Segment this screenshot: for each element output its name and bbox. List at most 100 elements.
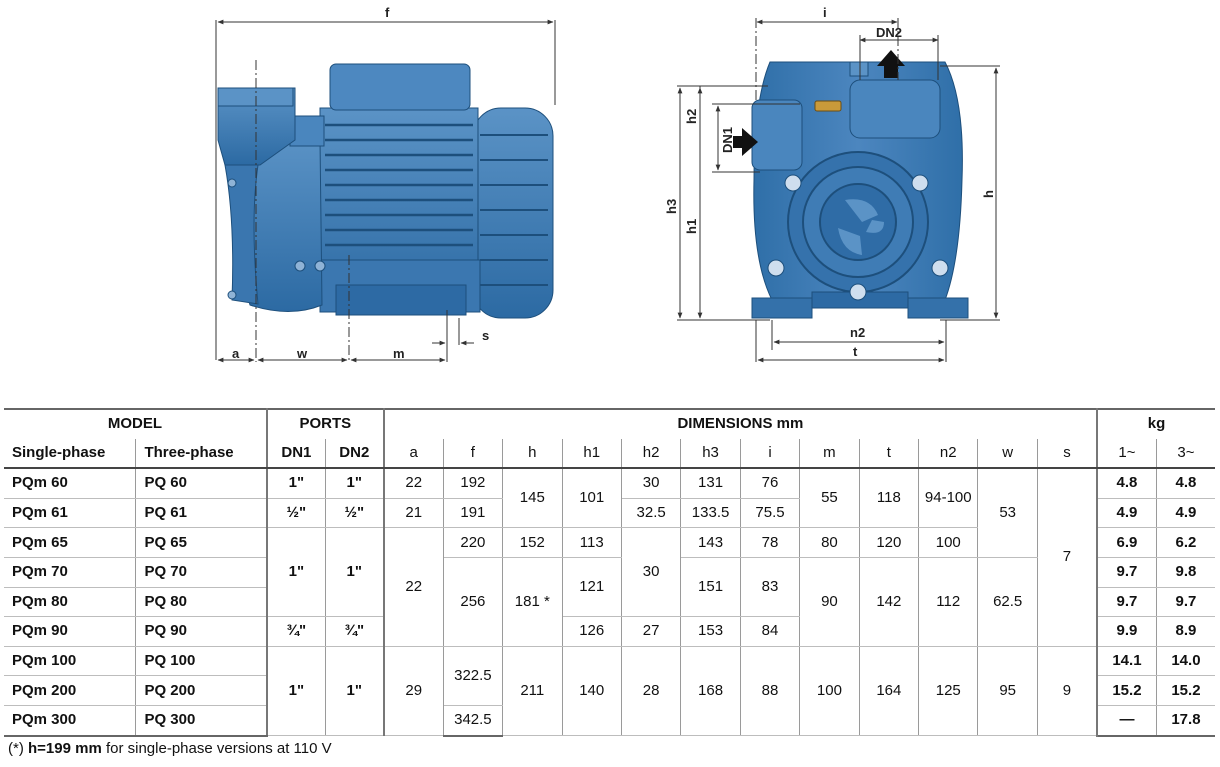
model-three: PQ 65 <box>135 527 268 558</box>
cell-m: 55 <box>799 467 860 529</box>
cell-h3: 143 <box>680 527 741 558</box>
footnote-rest: for single-phase versions at 110 V <box>101 740 332 757</box>
col-f: f <box>442 438 504 470</box>
cell-kg-single: 4.9 <box>1096 497 1157 529</box>
cell-dn1: ½" <box>266 497 326 529</box>
cell-kg-single: 9.7 <box>1096 586 1157 618</box>
cell-dn1: 1" <box>266 645 326 737</box>
dim-w-label: w <box>296 346 308 361</box>
cell-kg-three: 9.7 <box>1155 586 1215 618</box>
col-s: s <box>1036 438 1098 470</box>
model-single: PQm 65 <box>4 527 137 558</box>
cell-dn2: 1" <box>324 467 385 499</box>
col-single-phase: Single-phase <box>4 438 137 470</box>
model-three: PQ 300 <box>135 704 268 737</box>
col-kg-three: 3~ <box>1155 438 1215 470</box>
pump-drawings: f a w m s <box>215 5 1000 363</box>
model-three: PQ 61 <box>135 497 268 529</box>
cell-kg-three: 8.9 <box>1155 616 1215 647</box>
cell-h3: 133.5 <box>680 497 741 529</box>
cell-h3: 131 <box>680 467 741 499</box>
cell-kg-single: 9.9 <box>1096 616 1157 647</box>
cell-a: 29 <box>383 645 444 737</box>
cell-i: 75.5 <box>739 497 801 529</box>
col-three-phase: Three-phase <box>135 438 268 470</box>
col-h: h <box>502 438 563 470</box>
cell-h: 211 <box>502 645 563 737</box>
model-three: PQ 60 <box>135 467 268 499</box>
col-t: t <box>858 438 920 470</box>
cell-h3: 151 <box>680 556 741 618</box>
table-row: PQm 200 PQ 200 15.2 15.2 <box>4 675 1215 706</box>
cell-m: 90 <box>799 556 860 647</box>
model-single: PQm 200 <box>4 675 137 706</box>
cell-h: 181 * <box>502 556 563 647</box>
cell-dn2: ¾" <box>324 616 385 647</box>
col-h1: h1 <box>561 438 622 470</box>
dim-t-label: t <box>853 344 858 359</box>
dim-f-label: f <box>385 5 390 20</box>
table-row: PQm 300 PQ 300 342.5 — 17.8 <box>4 704 1215 737</box>
cell-h2: 30 <box>620 527 682 618</box>
header-weight: kg <box>1096 408 1215 439</box>
cell-kg-single: — <box>1096 704 1157 737</box>
cell-m: 80 <box>799 527 860 558</box>
cell-dn1: 1" <box>266 527 326 618</box>
cell-h2: 30 <box>620 467 682 499</box>
cell-h2: 27 <box>620 616 682 647</box>
dim-s-label: s <box>482 328 489 343</box>
model-single: PQm 61 <box>4 497 137 529</box>
table-row: PQm 80 PQ 80 9.7 9.7 <box>4 586 1215 618</box>
cell-a: 21 <box>383 497 444 529</box>
cell-w: 62.5 <box>977 556 1038 647</box>
footnote-bold: h=199 mm <box>28 740 102 757</box>
cell-f: 191 <box>442 497 504 529</box>
cell-a: 22 <box>383 527 444 647</box>
col-h3: h3 <box>680 438 741 470</box>
dim-h3-label: h3 <box>664 199 679 214</box>
cell-t: 164 <box>858 645 920 737</box>
dim-dn1-label: DN1 <box>720 127 735 153</box>
cell-i: 84 <box>739 616 801 647</box>
col-dn1: DN1 <box>266 438 326 470</box>
model-three: PQ 70 <box>135 556 268 588</box>
cell-h1: 126 <box>561 616 622 647</box>
col-i: i <box>739 438 801 470</box>
table-row: PQm 65 PQ 65 1" 1" 22 220 152 113 30 143… <box>4 527 1215 647</box>
front-view: i DN2 DN1 h2 h3 h1 h n2 t <box>664 5 1000 363</box>
col-m: m <box>799 438 860 470</box>
dim-a-label: a <box>232 346 240 361</box>
table-row: PQm 60 PQ 60 1" 1" 22 192 145 101 30 131… <box>4 467 1215 647</box>
dim-h-label: h <box>981 190 996 198</box>
cell-f: 220 <box>442 527 504 558</box>
cell-dn2: 1" <box>324 527 385 618</box>
model-single: PQm 70 <box>4 556 137 588</box>
dim-i-label: i <box>823 5 827 20</box>
cell-s: 9 <box>1036 645 1098 737</box>
cell-h2: 32.5 <box>620 497 682 529</box>
cell-kg-single: 4.8 <box>1096 467 1157 499</box>
model-single: PQm 80 <box>4 586 137 618</box>
cell-dn2: 1" <box>324 645 385 737</box>
footnote: (*) h=199 mm for single-phase versions a… <box>8 740 332 757</box>
table-row: PQm 61 PQ 61 ½" ½" 21 191 32.5 133.5 75.… <box>4 497 1215 529</box>
cell-w: 53 <box>977 467 1038 558</box>
table-row: PQm 100 PQ 100 1" 1" 29 322.5 211 140 28… <box>4 645 1215 737</box>
col-n2: n2 <box>918 438 979 470</box>
cell-n2: 112 <box>918 556 979 647</box>
cell-kg-single: 9.7 <box>1096 556 1157 588</box>
cell-kg-single: 15.2 <box>1096 675 1157 706</box>
cell-h1: 113 <box>561 527 622 558</box>
cell-h1: 101 <box>561 467 622 529</box>
model-single: PQm 90 <box>4 616 137 647</box>
model-single: PQm 60 <box>4 467 137 499</box>
cell-dn1: ¾" <box>266 616 326 647</box>
col-kg-single: 1~ <box>1096 438 1157 470</box>
cell-h: 145 <box>502 467 563 529</box>
cell-n2: 94-100 <box>918 467 979 529</box>
cell-kg-three: 15.2 <box>1155 675 1215 706</box>
model-single: PQm 300 <box>4 704 137 737</box>
cell-m: 100 <box>799 645 860 737</box>
cell-w: 95 <box>977 645 1038 737</box>
cell-kg-three: 4.9 <box>1155 497 1215 529</box>
